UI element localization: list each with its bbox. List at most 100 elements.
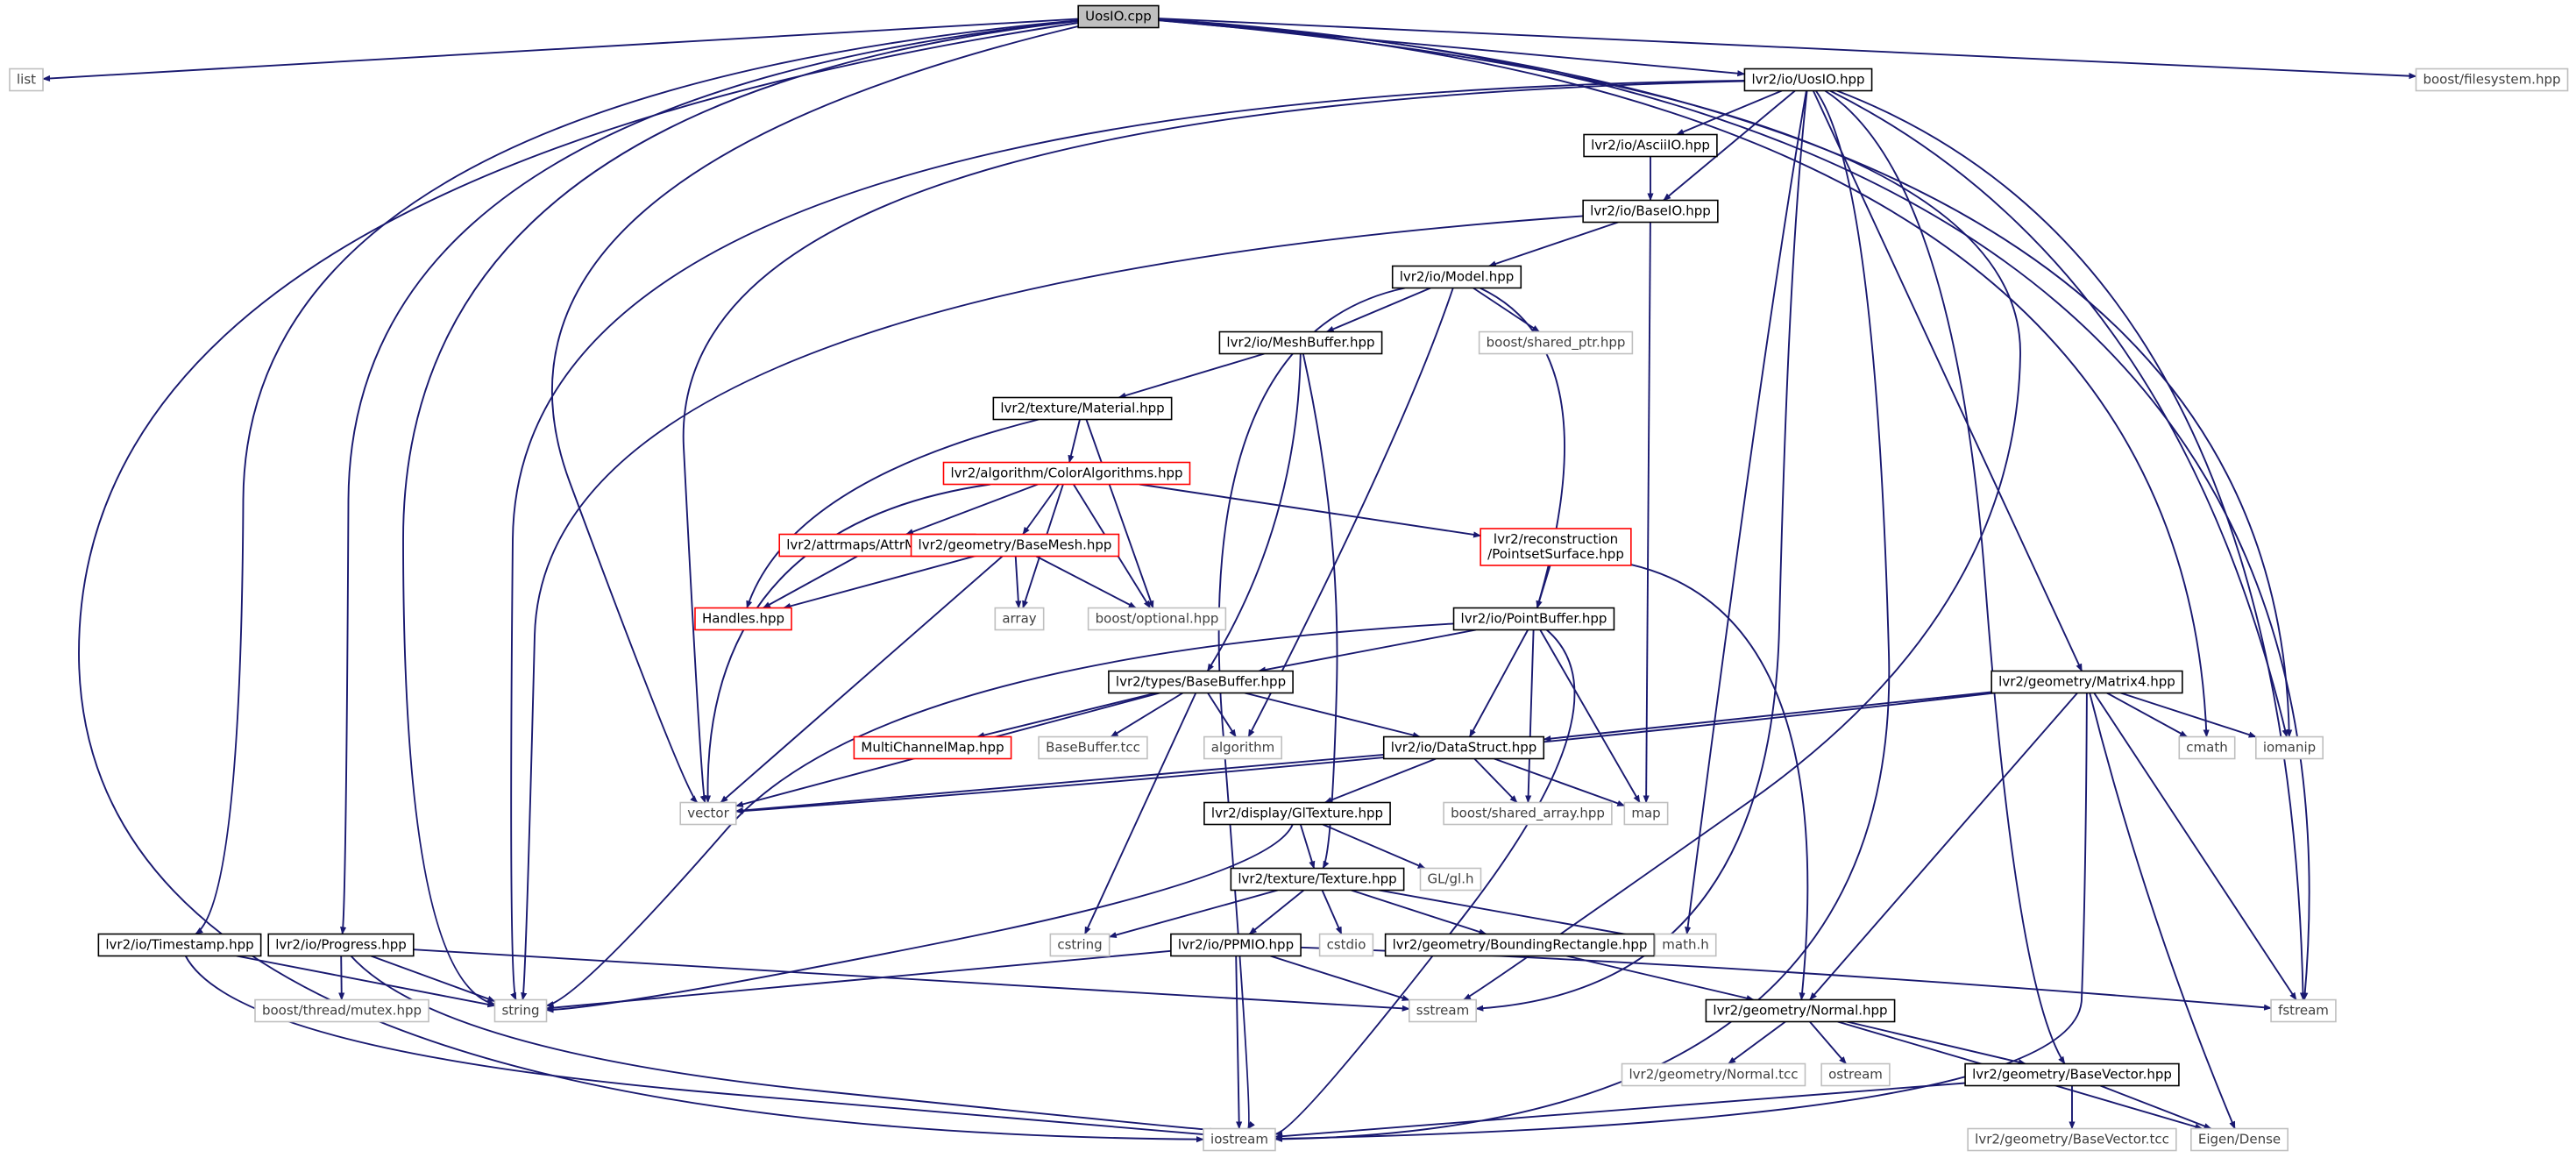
- edge-basebuffer-to-cstring: [1083, 693, 1197, 935]
- node-pointset[interactable]: lvr2/reconstruction/PointsetSurface.hpp: [1480, 528, 1632, 566]
- node-label: UosIO.cpp: [1085, 9, 1152, 25]
- node-lvr2-io-uosio-hpp[interactable]: lvr2/io/UosIO.hpp: [1743, 67, 1873, 92]
- edge-normal-to-basevector: [1846, 1020, 2026, 1066]
- edge-pointset-to-normal: [1630, 564, 1809, 1001]
- edge-progress-to-string: [370, 955, 496, 1003]
- edge-pointbuffer-to-string: [545, 622, 1454, 1008]
- node-label: iostream: [1210, 1132, 1268, 1147]
- node-root[interactable]: UosIO.cpp: [1077, 4, 1160, 29]
- edge-datastruct-to-vector: [734, 753, 1384, 814]
- node-box: [254, 998, 429, 1023]
- node-box: [2255, 735, 2324, 760]
- edge-boundingrect-to-normal: [1566, 955, 1755, 1002]
- edge-progress-to-mutex: [338, 956, 345, 1001]
- node-label: cstring: [1057, 937, 1102, 953]
- node-cmath: cmath: [2178, 735, 2236, 760]
- node-datastruct[interactable]: lvr2/io/DataStruct.hpp: [1382, 735, 1545, 760]
- node-iomanip: iomanip: [2255, 735, 2324, 760]
- node-ostream: ostream: [1820, 1062, 1891, 1087]
- node-label: string: [501, 1003, 539, 1019]
- node-baseio[interactable]: lvr2/io/BaseIO.hpp: [1582, 199, 1719, 224]
- edge-basemesh-to-handles: [783, 555, 976, 609]
- node-label: lvr2/io/DataStruct.hpp: [1391, 740, 1537, 756]
- node-model[interactable]: lvr2/io/Model.hpp: [1391, 265, 1522, 289]
- edge-basebuffer-to-datastruct: [1244, 692, 1421, 739]
- node-texture[interactable]: lvr2/texture/Texture.hpp: [1230, 867, 1405, 892]
- edge-root-to-cmath: [1158, 18, 2210, 738]
- node-box: [1452, 607, 1615, 631]
- node-optional: boost/optional.hpp: [1087, 607, 1227, 631]
- node-box: [910, 533, 1120, 558]
- edge-material-to-handles: [746, 418, 1040, 609]
- node-box: [2178, 735, 2236, 760]
- edge-basebuffer-to-basebuffer-tcc: [1110, 692, 1183, 738]
- node-sstream: sstream: [1409, 998, 1477, 1023]
- node-shared-array: boost/shared_array.hpp: [1443, 801, 1613, 826]
- node-ppmio[interactable]: lvr2/io/PPMIO.hpp: [1170, 933, 1302, 957]
- node-string: string: [493, 998, 548, 1023]
- node-label: ostream: [1828, 1067, 1883, 1083]
- node-label: vector: [687, 806, 729, 821]
- node-label: lvr2/geometry/Normal.tcc: [1629, 1067, 1799, 1083]
- node-label: lvr2/geometry/BaseVector.hpp: [1972, 1067, 2172, 1083]
- node-gltexture[interactable]: lvr2/display/GlTexture.hpp: [1203, 801, 1391, 826]
- node-label: /PointsetSurface.hpp: [1487, 546, 1624, 562]
- node-progress[interactable]: lvr2/io/Progress.hpp: [267, 933, 415, 957]
- node-box: [942, 461, 1191, 486]
- edge-pointbuffer-to-datastruct: [1468, 629, 1529, 738]
- node-box: [1743, 67, 1873, 92]
- node-box: [1623, 801, 1669, 826]
- edge-timestamp-to-iostream: [184, 956, 1211, 1139]
- edge-matrix4-to-iomanip: [2120, 692, 2257, 738]
- edge-baseio-to-string: [521, 215, 1584, 1001]
- node-box: [1087, 607, 1227, 631]
- node-label: lvr2/geometry/Normal.hpp: [1713, 1003, 1887, 1019]
- node-cstring: cstring: [1049, 933, 1111, 957]
- edge-pointset-to-pointbuffer: [1536, 565, 1551, 609]
- edge-pointbuffer-to-map: [1539, 629, 1641, 804]
- node-box: [679, 801, 737, 826]
- edge-progress-to-sstream: [413, 948, 1410, 1012]
- node-label: lvr2/texture/Texture.hpp: [1238, 871, 1396, 887]
- node-coloralg[interactable]: lvr2/algorithm/ColorAlgorithms.hpp: [942, 461, 1191, 486]
- node-asciiio[interactable]: lvr2/io/AsciiIO.hpp: [1583, 133, 1718, 158]
- node-basebuffer-tcc: BaseBuffer.tcc: [1038, 735, 1148, 760]
- edge-material-to-coloralg: [1068, 419, 1081, 464]
- node-handles[interactable]: Handles.hpp: [694, 607, 792, 631]
- node-box: [1203, 801, 1391, 826]
- edge-timestamp-to-string: [236, 955, 496, 1008]
- node-box: [1077, 4, 1160, 29]
- node-box: [1583, 133, 1718, 158]
- node-box: [994, 607, 1045, 631]
- edge-root-to-boost-filesystem: [1158, 18, 2417, 80]
- node-meshbuffer[interactable]: lvr2/io/MeshBuffer.hpp: [1218, 330, 1383, 355]
- node-label: lvr2/reconstruction: [1494, 531, 1618, 547]
- node-boost-filesystem: boost/filesystem.hpp: [2415, 67, 2569, 92]
- node-label: lvr2/io/PointBuffer.hpp: [1461, 611, 1607, 627]
- node-boundingrect[interactable]: lvr2/geometry/BoundingRectangle.hpp: [1384, 933, 1656, 957]
- node-label: lvr2/geometry/BaseMesh.hpp: [919, 537, 1112, 553]
- node-normal-tcc: lvr2/geometry/Normal.tcc: [1621, 1062, 1806, 1087]
- node-box: [1705, 998, 1896, 1023]
- node-label: lvr2/io/Model.hpp: [1400, 269, 1515, 285]
- node-basevector[interactable]: lvr2/geometry/BaseVector.hpp: [1964, 1062, 2180, 1087]
- node-box: [1170, 933, 1302, 957]
- edge-basemesh-to-array: [1014, 556, 1022, 609]
- node-label: lvr2/io/AsciiIO.hpp: [1591, 138, 1710, 153]
- node-label: lvr2/io/BaseIO.hpp: [1590, 203, 1711, 219]
- edge-gltexture-to-texture: [1299, 824, 1316, 870]
- node-basemesh[interactable]: lvr2/geometry/BaseMesh.hpp: [910, 533, 1120, 558]
- node-multichannel[interactable]: MultiChannelMap.hpp: [853, 735, 1012, 760]
- node-label: lvr2/io/PPMIO.hpp: [1178, 937, 1294, 953]
- node-material[interactable]: lvr2/texture/Material.hpp: [992, 396, 1173, 421]
- node-label: lvr2/io/MeshBuffer.hpp: [1226, 335, 1374, 351]
- node-timestamp[interactable]: lvr2/io/Timestamp.hpp: [97, 933, 262, 957]
- node-matrix4[interactable]: lvr2/geometry/Matrix4.hpp: [1991, 670, 2183, 694]
- node-basebuffer[interactable]: lvr2/types/BaseBuffer.hpp: [1108, 670, 1294, 694]
- edge-root-to-iostream: [78, 22, 1204, 1143]
- node-normal[interactable]: lvr2/geometry/Normal.hpp: [1705, 998, 1896, 1023]
- node-box: [1409, 998, 1477, 1023]
- node-pointbuffer[interactable]: lvr2/io/PointBuffer.hpp: [1452, 607, 1615, 631]
- edge-root-to-timestamp: [195, 19, 1079, 935]
- edge-progress-to-iostream: [350, 955, 1211, 1134]
